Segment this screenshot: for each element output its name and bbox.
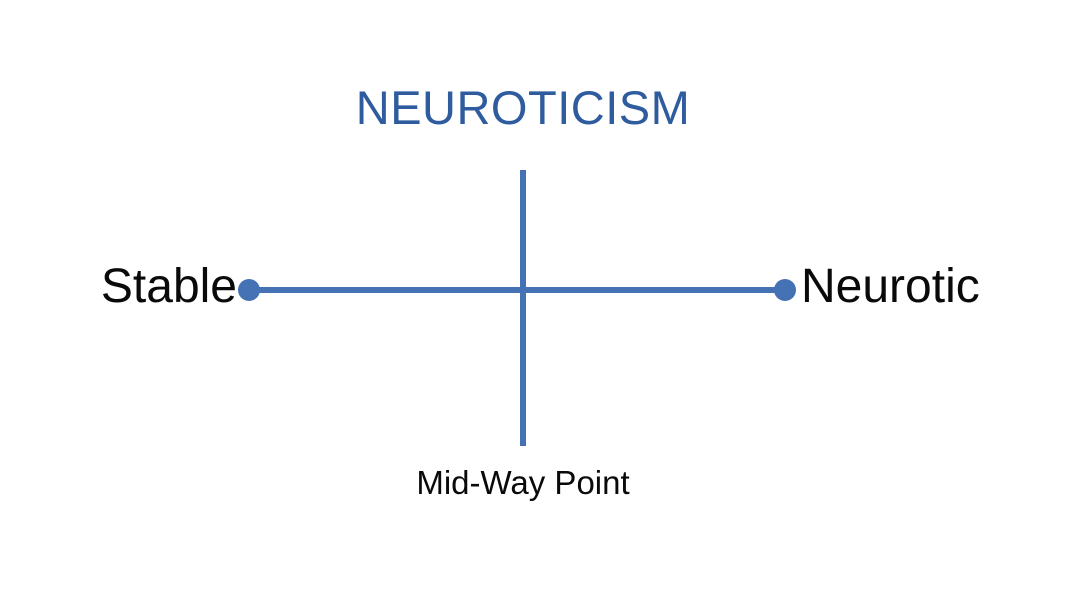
- left-pole-label: Stable: [100, 260, 237, 313]
- vertical-midpoint-line: [520, 170, 526, 446]
- right-endpoint-dot-icon: [774, 279, 796, 301]
- midpoint-label: Mid-Way Point: [416, 464, 630, 501]
- diagram-title: NEUROTICISM: [355, 81, 691, 134]
- horizontal-continuum-line: [249, 287, 786, 293]
- right-pole-label: Neurotic: [801, 260, 980, 313]
- left-endpoint-dot-icon: [238, 279, 260, 301]
